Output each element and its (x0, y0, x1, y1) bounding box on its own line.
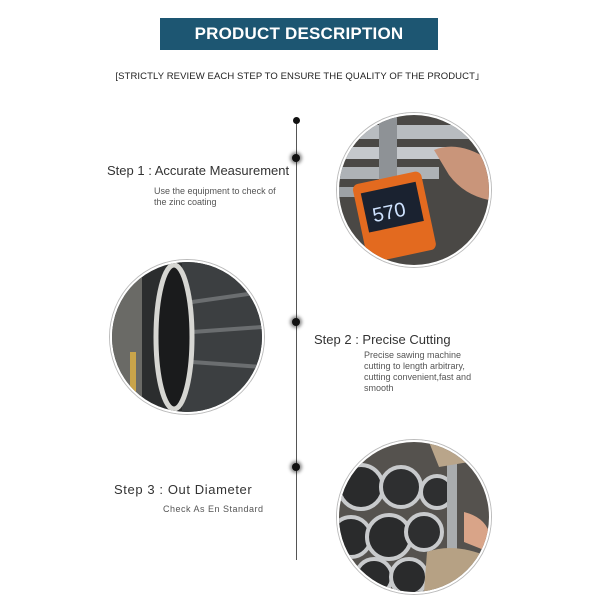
step-2-title: Step 2 : Precise Cutting (314, 332, 451, 347)
zinc-coating-thickness-gauge-photo: 570 (339, 115, 489, 265)
timeline-dot-step-1 (292, 154, 300, 162)
step-1-description: Use the equipment to check of the zinc c… (154, 186, 276, 207)
section-header: PRODUCT DESCRIPTION (160, 18, 438, 50)
timeline-line (296, 120, 297, 560)
step-3-photo (337, 440, 491, 594)
timeline-dot-step-3 (292, 463, 300, 471)
timeline-start-dot (293, 117, 300, 124)
section-subtitle: [STRICTLY REVIEW EACH STEP TO ENSURE THE… (115, 71, 485, 82)
timeline-dot-step-2 (292, 318, 300, 326)
step-3-title: Step 3 : Out Diameter (114, 482, 253, 497)
step-1-photo: 570 (337, 113, 491, 267)
step-2-photo (110, 260, 264, 414)
cut-steel-pipe-end-photo (112, 262, 262, 412)
step-2-description: Precise sawing machine cutting to length… (364, 350, 472, 393)
step-1-title: Step 1 : Accurate Measurement (107, 163, 290, 178)
step-3-description: Check As En Standard (163, 504, 264, 514)
header-title: PRODUCT DESCRIPTION (194, 24, 404, 43)
pipe-diameter-caliper-photo (339, 442, 489, 592)
